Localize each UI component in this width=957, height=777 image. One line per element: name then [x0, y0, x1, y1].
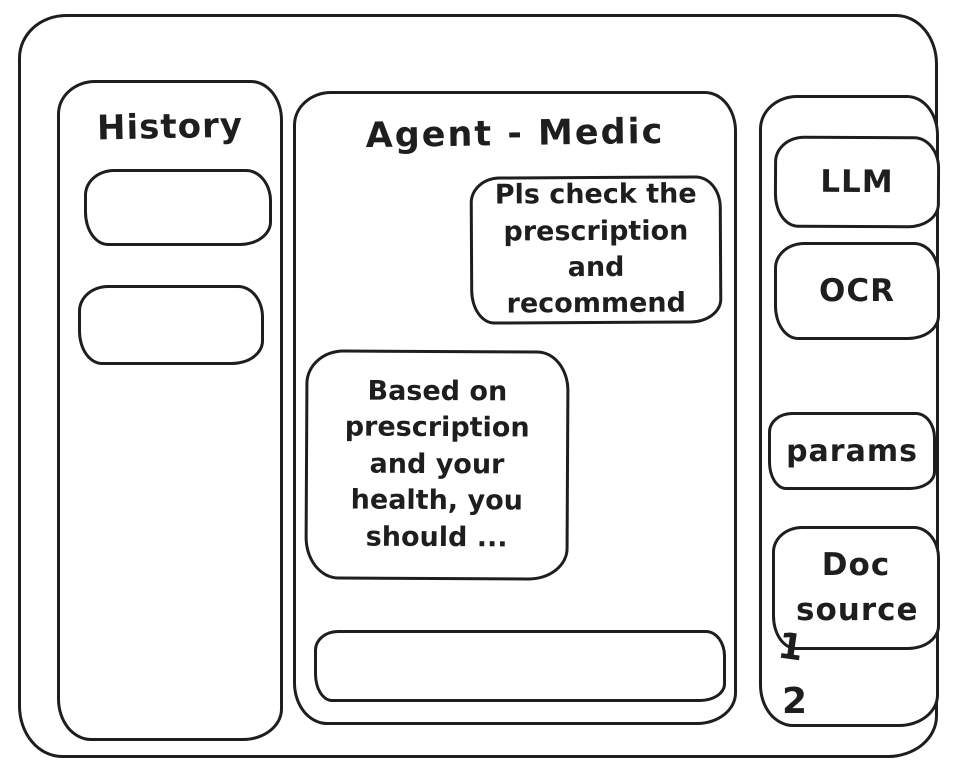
agent-message-bubble: Based on prescription and your health, y…: [304, 349, 570, 581]
chat-title: Agent - Medic: [365, 111, 665, 157]
history-item-1[interactable]: [84, 169, 272, 246]
app-window-frame: History Agent - Medic Pls check the pres…: [18, 14, 941, 758]
doc-source-item-2[interactable]: 2: [782, 681, 808, 722]
llm-button-label: LLM: [820, 163, 894, 201]
chat-panel: Agent - Medic Pls check the prescription…: [293, 91, 737, 725]
tools-panel: LLM OCR params Doc source 1 2: [759, 95, 941, 727]
params-button[interactable]: params: [768, 412, 936, 490]
history-panel: History: [57, 80, 283, 741]
user-message-bubble: Pls check the prescription and recommend: [469, 175, 723, 325]
doc-source-button-label: Doc source: [796, 547, 919, 628]
doc-source-item-1[interactable]: 1: [775, 625, 806, 670]
llm-button[interactable]: LLM: [773, 135, 941, 229]
ocr-button-label: OCR: [819, 273, 895, 309]
chat-input[interactable]: [314, 630, 726, 702]
ocr-button[interactable]: OCR: [774, 242, 940, 340]
doc-source-button[interactable]: Doc source: [772, 526, 940, 650]
params-button-label: params: [786, 433, 918, 469]
history-title: History: [96, 105, 244, 149]
history-item-2[interactable]: [78, 285, 264, 365]
